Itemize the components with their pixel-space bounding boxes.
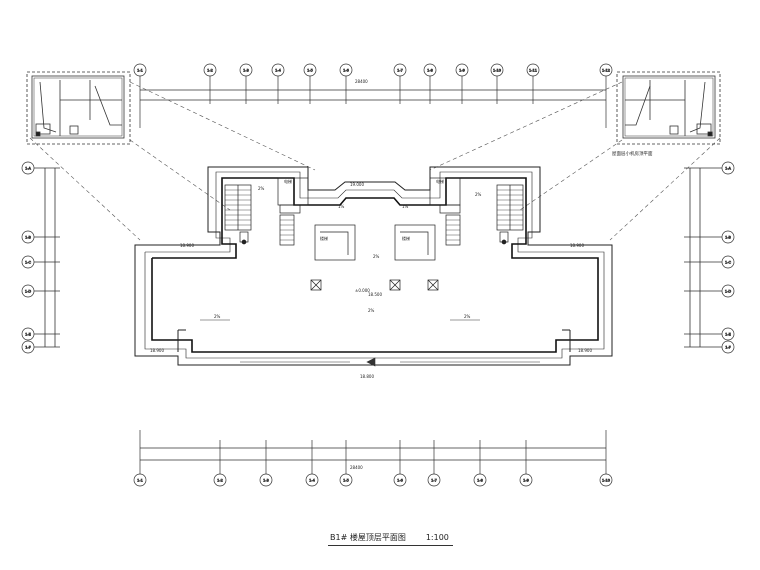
axis-bubble: 1-7 [427,440,441,487]
axis-label: 1-6 [343,69,349,73]
left-bottom-level: 18.900 [150,348,164,353]
slope-label: 2% [475,192,482,197]
axis-bubble: 1-4 [305,440,319,487]
drawing-title: B1# 楼屋顶层平面图 1:100 [330,532,449,543]
right-room-label: 电梯 [436,178,444,184]
axis-bubble: 1-8 [473,440,487,487]
axis-label: 1-B [25,236,31,240]
axis-label: 1-1 [137,69,143,73]
axis-label: 1-6 [397,479,403,483]
left-detail-callout [26,71,131,145]
axis-label: 1-D [725,290,731,294]
left-roof-level: 18.900 [180,243,194,248]
axis-label: 1-C [725,261,731,265]
left-axis-group: 1-A 1-B 1-C 1-D 1-E 1-F [21,161,60,354]
left-room-label: 电梯 [284,178,292,184]
slope-label: 2% [368,308,375,313]
axis-bubble: 1-8 [423,63,437,104]
axis-label: 1-A [25,167,31,171]
drawing-title-text: B1# 楼屋顶层平面图 [330,533,406,542]
right-roof-level: 18.900 [570,243,584,248]
axis-bubble: 1-3 [259,440,273,487]
axis-bubble: 1-6 [339,63,353,104]
axis-bubble: 1-9 [519,440,533,487]
axis-bubble: 1-6 [393,440,407,487]
axis-bubble: 1-10 [490,63,504,104]
axis-label: 1-A [725,167,731,171]
roof-vents [310,279,439,291]
right-stair-label: 楼梯 [402,235,410,241]
axis-label: 1-4 [309,479,315,483]
axis-bubble: 1-7 [393,63,407,104]
axis-label: 1-11 [529,69,537,73]
axis-bubble: 1-5 [339,440,353,487]
axis-label: 1-F [25,346,31,350]
slope-small-label: 1% [338,204,345,209]
dimension-total-top: 28400 [355,79,368,84]
slope-label: 2% [464,314,471,319]
right-detail-callout [616,71,721,145]
dimension-total-bottom: 28400 [350,465,363,470]
slope-small-label: 1% [402,204,409,209]
center-level: 19.000 [350,182,364,187]
leader-lines [29,81,721,241]
axis-label: 1-8 [477,479,483,483]
right-bottom-level: 18.900 [578,348,592,353]
axis-label: 1-3 [243,69,249,73]
axis-label: 1-5 [343,479,349,483]
bottom-axis-group: 1-1 1-2 1-3 1-4 1-5 1-6 1-7 1-8 1-9 1-10 [133,430,613,487]
axis-label: 1-9 [523,479,529,483]
right-axis-group: 1-A 1-B 1-C 1-D 1-E 1-F [684,161,735,354]
axis-label: 1-9 [459,69,465,73]
right-core [394,177,524,261]
left-stair-label: 楼梯 [320,235,328,241]
axis-label: 1-10 [493,69,501,73]
roof-outline [134,166,613,366]
bottom-level: 18.800 [360,374,374,379]
center-marker-label: ±0.000 [355,288,370,293]
axis-bubble: 1-4 [271,63,285,104]
axis-label: 1-7 [431,479,437,483]
axis-bubble: 1-5 [303,63,317,104]
slope-label: 2% [214,314,221,319]
axis-label: 1-12 [602,69,610,73]
axis-label: 1-4 [275,69,281,73]
axis-label: 1-8 [427,69,433,73]
axis-bubble: 1-2 [213,440,227,487]
axis-bubble: 1-11 [526,63,540,104]
axis-bubble: 1-1 [133,430,147,487]
top-axis-group: 1-1 1-2 1-3 1-4 1-5 1-6 1-7 1-8 1-9 1-10… [133,63,613,128]
front-level: 18.500 [368,292,382,297]
slope-label: 2% [258,186,265,191]
axis-label: 1-2 [207,69,213,73]
axis-bubble: 1-3 [239,63,253,104]
axis-label: 1-B [725,236,731,240]
axis-label: 1-F [725,346,731,350]
axis-bubble: 1-2 [203,63,217,104]
slope-label: 2% [373,254,380,259]
callout-note: 屋面层小机房顶平面 [612,150,653,157]
axis-bubble: 1-9 [455,63,469,104]
axis-bubble: 1-1 [133,63,147,128]
axis-label: 1-2 [217,479,223,483]
axis-label: 1-7 [397,69,403,73]
axis-label: 1-1 [137,479,143,483]
axis-bubble: 1-10 [599,430,613,487]
axis-label: 1-10 [602,479,610,483]
title-underline [328,545,453,546]
axis-bubble: 1-12 [599,63,613,128]
axis-label: 1-3 [263,479,269,483]
drawing-scale: 1:100 [425,533,449,542]
left-core [224,177,356,261]
axis-label: 1-D [25,290,31,294]
axis-label: 1-E [25,333,31,337]
axis-label: 1-5 [307,69,313,73]
drainage-arrows [200,319,540,367]
axis-label: 1-C [25,261,31,265]
axis-label: 1-E [725,333,731,337]
